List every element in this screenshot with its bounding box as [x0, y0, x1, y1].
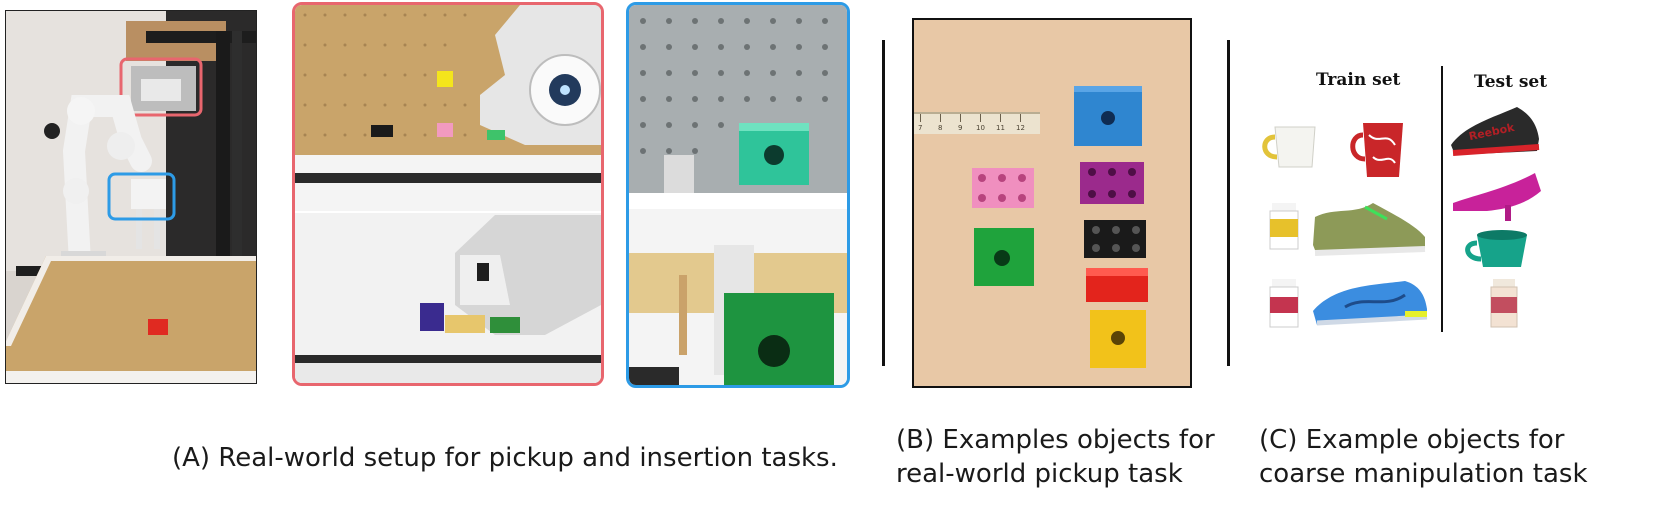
ruler-number: 9 — [958, 124, 962, 132]
caption-c-line2: coarse manipulation task — [1259, 459, 1588, 489]
robot-setup-photo — [5, 10, 257, 384]
ruler-number: 12 — [1016, 124, 1025, 132]
ruler-number: 7 — [918, 124, 922, 132]
pill-bottle — [1269, 203, 1299, 250]
test-set-label: Test set — [1474, 72, 1548, 92]
white-mug — [1262, 126, 1316, 168]
insertion-camera-views — [626, 2, 850, 388]
coarse-objects-illustration: Reebok — [1262, 107, 1541, 328]
train-set-label: Train set — [1316, 70, 1401, 90]
ruler-number: 8 — [938, 124, 942, 132]
red-mug — [1350, 123, 1403, 177]
green-cup — [1465, 230, 1527, 267]
pill-bottle — [1490, 279, 1518, 328]
caption-b-line2: real-world pickup task — [896, 459, 1183, 489]
separator-line — [882, 40, 885, 366]
caption-c-line1: (C) Example objects for — [1259, 425, 1565, 455]
pickup-objects-photo: 7 8 9 10 11 12 — [912, 18, 1192, 388]
ruler-number: 10 — [976, 124, 985, 132]
black-running-shoe: Reebok — [1451, 107, 1540, 156]
blue-sneaker — [1313, 281, 1428, 326]
ruler-number: 11 — [996, 124, 1005, 132]
pill-bottle — [1269, 279, 1299, 328]
train-test-divider — [1441, 66, 1443, 332]
caption-a: (A) Real-world setup for pickup and inse… — [172, 443, 838, 473]
green-sneaker — [1313, 203, 1426, 256]
pickup-camera-views — [292, 2, 604, 386]
separator-line — [1227, 40, 1230, 366]
caption-b-line1: (B) Examples objects for — [896, 425, 1215, 455]
magenta-heel — [1453, 173, 1541, 221]
